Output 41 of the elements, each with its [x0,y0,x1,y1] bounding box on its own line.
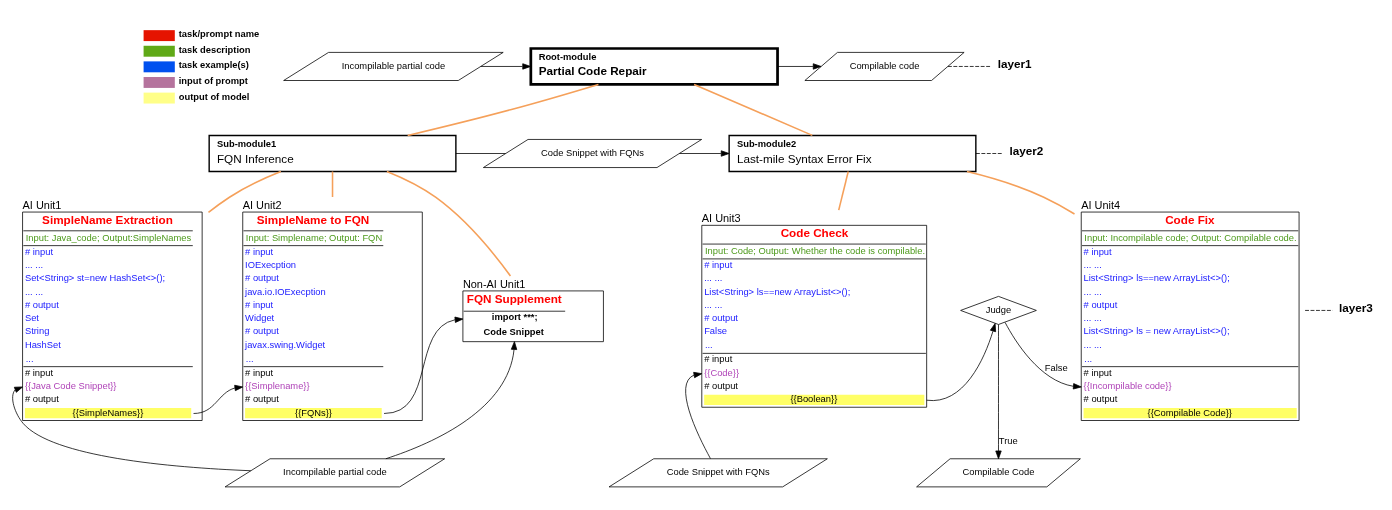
legend-label: input of prompt [178,76,248,87]
connector [975,153,1004,154]
arrow [480,63,531,70]
node-box: Sub-module2 Last-mile Syntax Error Fix [728,134,977,173]
legend-label: task/prompt name [178,29,260,40]
connector [207,170,282,214]
connector [406,83,600,137]
edge-label: True [998,435,1018,446]
arrow [995,324,1002,460]
arrow [926,323,996,401]
node-text: layer2 [1009,144,1044,158]
connector [1304,310,1333,311]
legend-label: output of model [178,91,250,102]
node-box: Sub-module1 FQN Inference [208,134,457,173]
arrow [685,371,711,459]
arrow [12,386,252,472]
node-box: Root-module Partial Code Repair [529,47,779,86]
arrow [385,341,518,460]
connector [966,170,1076,215]
edge-label: False [1044,363,1068,374]
node-label: AI Unit2 [242,199,282,212]
node-text: layer3 [1338,301,1373,315]
legend-label: task example(s) [178,60,249,71]
node-label: AI Unit4 [1081,199,1121,212]
node-text: layer1 [997,57,1032,71]
connector [455,153,506,154]
arrow [383,316,464,414]
connector [331,170,334,198]
node-label: AI Unit1 [22,199,62,212]
arrow [777,63,822,70]
legend-label: task description [178,44,251,55]
node-diamond: Judge [960,296,1037,325]
connector [947,66,992,67]
connector [837,170,850,211]
connector [386,170,512,277]
node-label: AI Unit3 [701,212,741,225]
arrow [678,150,730,157]
arrow [1004,322,1082,390]
connector [693,83,814,137]
arrow [193,384,244,414]
node-label: Non-AI Unit1 [462,277,526,290]
